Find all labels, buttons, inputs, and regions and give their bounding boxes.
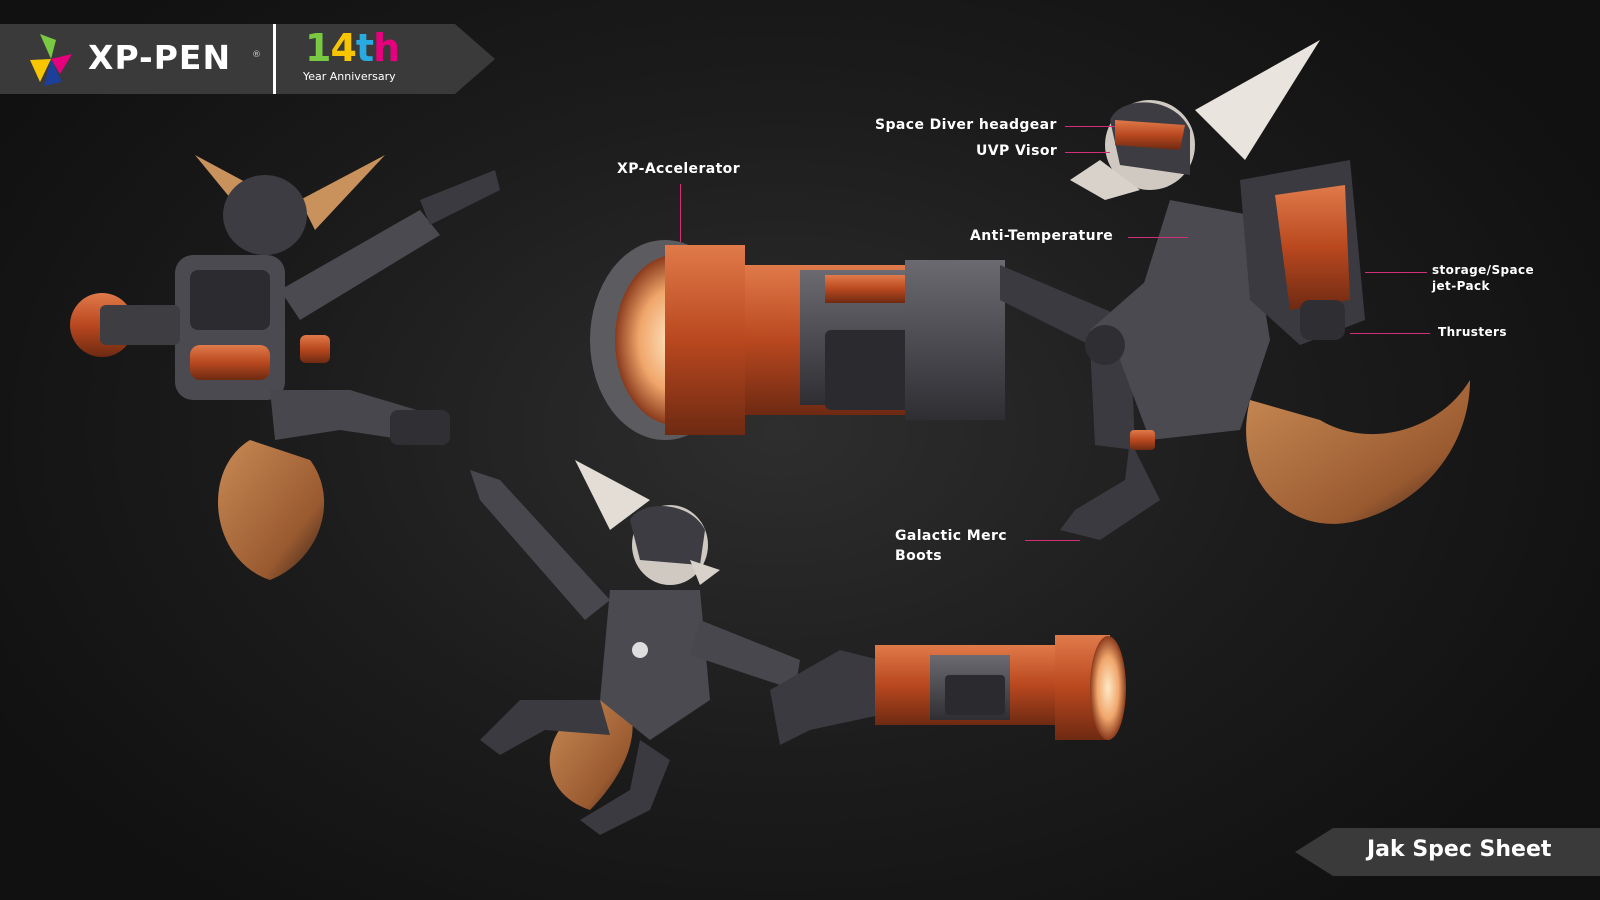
jak-flying-view (470, 460, 1126, 835)
header-banner: XP-PEN ® 14th Year Anniversary (0, 24, 495, 94)
brand-name: XP-PEN (88, 38, 232, 77)
spec-sheet-tag: Jak Spec Sheet (1295, 828, 1600, 876)
xppen-logo-icon (30, 34, 72, 86)
registered-mark: ® (252, 50, 261, 60)
leader-thrusters (1350, 333, 1430, 334)
callout-storage-jetpack-line2: jet-Pack (1432, 279, 1490, 293)
callout-headgear: Space Diver headgear (875, 117, 1057, 133)
xp-accelerator-large (590, 240, 1135, 450)
leader-visor (1065, 152, 1110, 153)
callout-anti-temperature: Anti-Temperature (970, 228, 1114, 244)
leader-storage-jetpack (1365, 272, 1427, 273)
leader-headgear (1065, 126, 1115, 127)
header-divider (273, 24, 276, 94)
anniversary-number: 14th (305, 26, 400, 70)
jak-rear-view (70, 155, 500, 580)
callout-visor: UVP Visor (976, 143, 1058, 159)
callout-storage-jetpack-line1: storage/Space (1432, 263, 1535, 277)
callout-boots-line2: Boots (895, 548, 942, 564)
jak-front-view (1060, 40, 1470, 540)
callout-boots-line1: Galactic Merc (895, 528, 1007, 544)
anniversary-label: Year Anniversary (303, 70, 396, 83)
leader-anti-temperature (1128, 237, 1188, 238)
leader-boots (1025, 540, 1080, 541)
leader-accelerator (680, 184, 681, 242)
spec-sheet-title: Jak Spec Sheet (1367, 837, 1552, 862)
callout-thrusters: Thrusters (1438, 325, 1507, 339)
callout-accelerator: XP-Accelerator (617, 161, 741, 177)
